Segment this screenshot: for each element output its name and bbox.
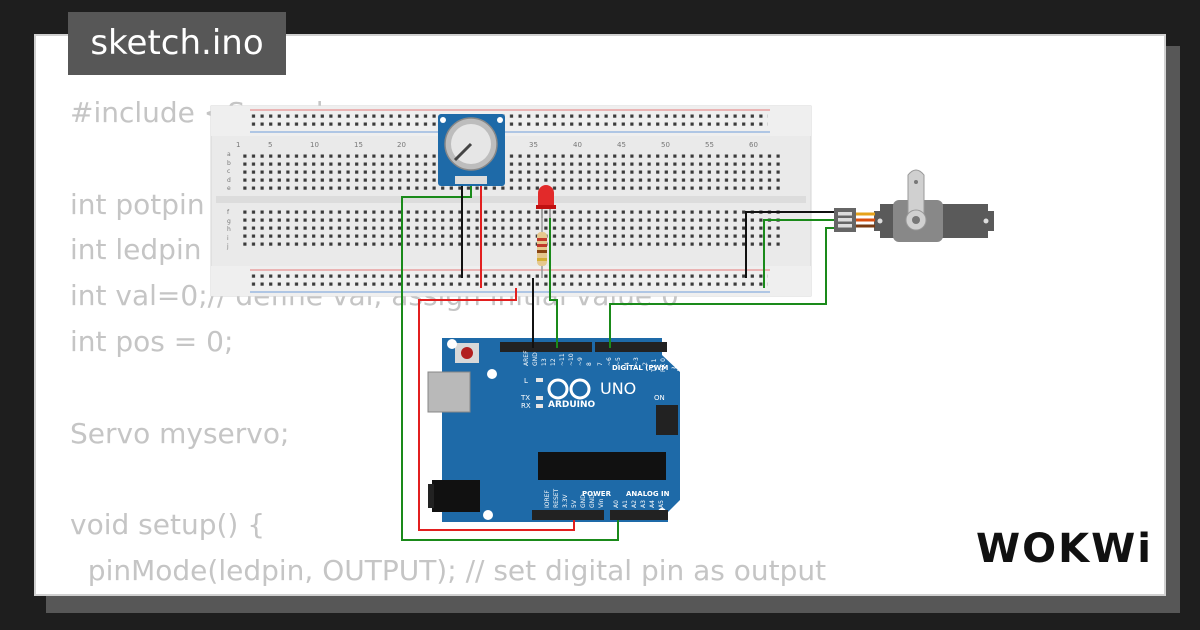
arduino-pin-label: 5V xyxy=(571,499,578,508)
bb-row-letter: g xyxy=(227,218,231,225)
bb-col-number: 20 xyxy=(397,141,406,149)
arduino-power-label: POWER xyxy=(582,490,612,498)
bb-col-number: 55 xyxy=(705,141,714,149)
arduino-uno-board[interactable]: DIGITAL (PWM ~) ARDUINO UNO ON L TX RX P… xyxy=(427,338,680,522)
led-red[interactable] xyxy=(536,185,556,218)
bb-row-letter: j xyxy=(226,243,229,250)
arduino-pin-label: GND xyxy=(580,494,587,508)
wire-green-pot-signal[interactable] xyxy=(401,186,619,541)
arduino-pin-label: 8 xyxy=(586,362,593,366)
bb-col-number: 40 xyxy=(573,141,582,149)
arduino-tx-label: TX xyxy=(520,394,530,402)
bb-row-letter: e xyxy=(227,185,231,192)
bb-row-letter: f xyxy=(227,209,230,216)
wire-green-servo-power[interactable] xyxy=(763,219,834,288)
wire-green-led[interactable] xyxy=(549,218,558,348)
breadboard[interactable]: 1 5 10 15 20 25 30 35 40 45 50 55 60 a b… xyxy=(210,105,812,297)
arduino-pin-label: A2 xyxy=(631,500,638,508)
code-line: void setup() { xyxy=(70,508,266,542)
bb-row-letter: a xyxy=(227,151,231,158)
arduino-pin-label: Vin xyxy=(598,498,605,508)
arduino-pin-label: 4 xyxy=(624,362,631,366)
arduino-pin-label: RX 0 xyxy=(660,358,667,372)
arduino-pin-label: ~5 xyxy=(615,357,622,366)
arduino-pin-label: A5 xyxy=(658,500,665,508)
potentiometer-knob-pointer[interactable] xyxy=(453,142,473,162)
arduino-pin-label: 3.3V xyxy=(562,493,569,508)
bb-row-letter: c xyxy=(227,168,230,175)
arduino-model: UNO xyxy=(600,379,636,398)
code-line: pinMode(ledpin, OUTPUT); // set digital … xyxy=(70,553,827,587)
arduino-pin-label: 7 xyxy=(597,362,604,366)
arduino-infinity-logo xyxy=(547,378,591,400)
wire-red-5v[interactable] xyxy=(418,288,575,531)
bb-row-letter: d xyxy=(227,177,231,184)
arduino-rx-label: RX xyxy=(521,402,531,410)
code-line: Servo myservo; xyxy=(70,416,290,450)
wires xyxy=(401,186,834,541)
arduino-pin-label: A0 xyxy=(613,500,620,508)
code-line: int pos = 0; xyxy=(70,324,234,358)
arduino-pin-label: AREF xyxy=(523,350,530,366)
arduino-digital-label: DIGITAL (PWM ~) xyxy=(612,364,680,372)
arduino-l-label: L xyxy=(524,377,528,385)
arduino-pin-label: 12 xyxy=(550,358,557,366)
bb-col-number: 50 xyxy=(661,141,670,149)
arduino-pin-label: TX 1 xyxy=(651,358,658,373)
arduino-pin-label: ~9 xyxy=(577,357,584,366)
arduino-pin-label: RESET xyxy=(553,488,560,508)
wire-black-servo-gnd[interactable] xyxy=(745,211,834,278)
bb-col-number: 10 xyxy=(310,141,319,149)
wire-green-servo-signal[interactable] xyxy=(609,227,834,348)
arduino-pin-label: 13 xyxy=(541,358,548,366)
bb-row-letter: i xyxy=(227,235,229,242)
wokwi-logo: WOKWi xyxy=(976,526,1153,572)
arduino-brand: ARDUINO xyxy=(548,400,596,410)
arduino-pin-label: ~6 xyxy=(606,357,613,366)
arduino-pin-label: GND xyxy=(532,352,539,366)
arduino-pin-label: ~11 xyxy=(559,353,566,366)
arduino-pin-label: ~3 xyxy=(633,357,640,366)
arduino-pin-label: 2 xyxy=(642,362,649,366)
servo-motor[interactable] xyxy=(834,169,994,242)
bb-col-number: 15 xyxy=(354,141,363,149)
bb-row-letter: h xyxy=(227,226,231,233)
arduino-analog-label: ANALOG IN xyxy=(626,490,670,498)
arduino-pin-label: A3 xyxy=(640,500,647,508)
arduino-pin-label: GND xyxy=(589,494,596,508)
arduino-pin-label: A4 xyxy=(649,500,656,508)
bb-col-number: 60 xyxy=(749,141,758,149)
resistor[interactable] xyxy=(537,218,547,278)
arduino-pin-label: ~10 xyxy=(568,353,575,366)
bb-col-number: 35 xyxy=(529,141,538,149)
file-tab[interactable]: sketch.ino xyxy=(68,12,286,75)
bb-col-number: 45 xyxy=(617,141,626,149)
bb-col-number: 5 xyxy=(268,141,272,149)
bb-col-number: 1 xyxy=(236,141,240,149)
arduino-on-label: ON xyxy=(654,394,665,402)
bb-row-letter: b xyxy=(227,160,231,167)
potentiometer[interactable] xyxy=(438,114,505,186)
arduino-pin-label: A1 xyxy=(622,500,629,508)
arduino-pin-label: IOREF xyxy=(544,490,551,508)
